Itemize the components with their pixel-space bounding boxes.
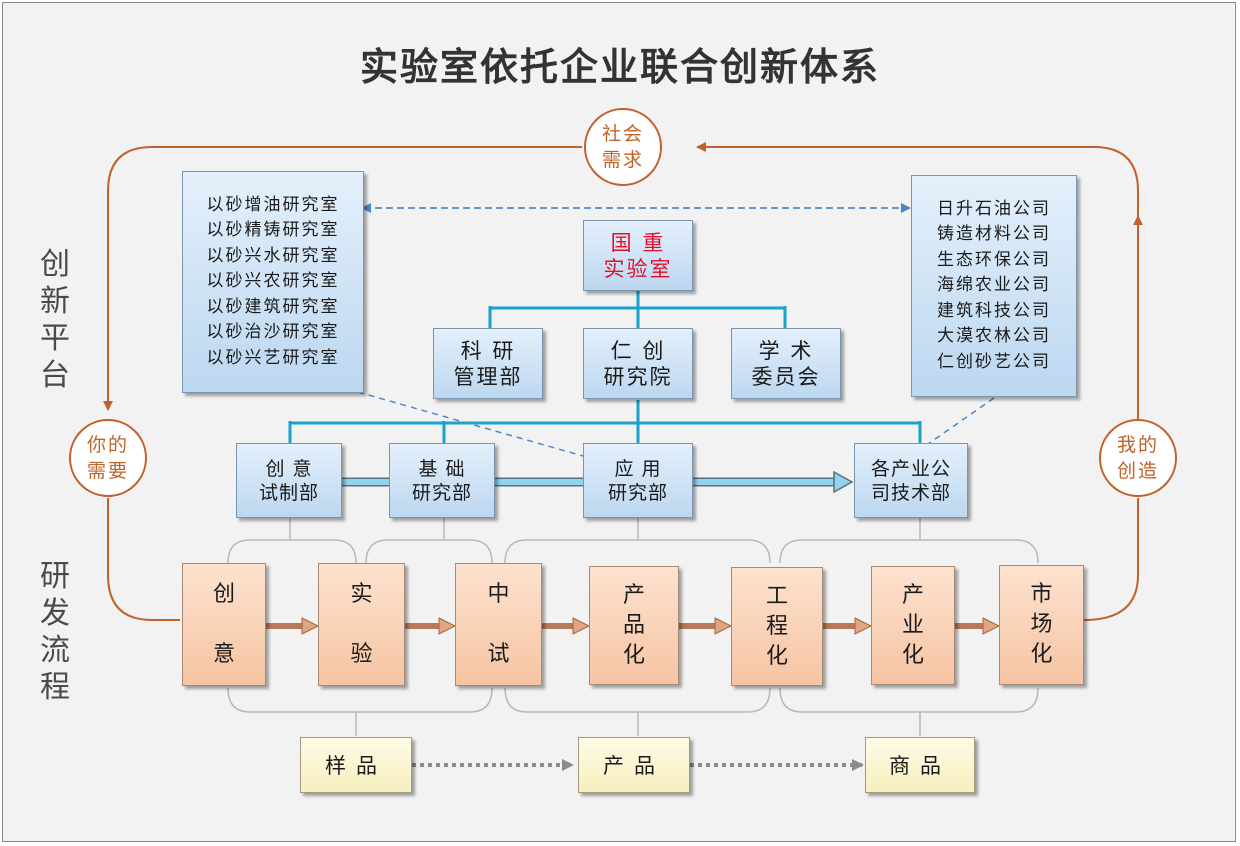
lab-item: 以砂兴艺研究室 <box>206 347 340 368</box>
process-arrows <box>266 617 1001 635</box>
academic-committee-box: 学 术 委员会 <box>731 328 841 399</box>
company-item: 日升石油公司 <box>937 198 1051 219</box>
company-item: 建筑科技公司 <box>937 300 1051 321</box>
step-experiment: 实 验 <box>318 563 405 686</box>
company-item: 海绵农业公司 <box>937 275 1051 296</box>
company-item: 大漠农林公司 <box>937 326 1051 347</box>
output-sample: 样品 <box>300 737 412 793</box>
lab-item: 以砂兴水研究室 <box>206 245 340 266</box>
prototype-dept-box: 创 意 试制部 <box>236 443 342 518</box>
lab-item: 以砂增油研究室 <box>206 194 340 215</box>
lower-brackets <box>227 687 1039 736</box>
lab-item: 以砂建筑研究室 <box>206 296 340 317</box>
step-pilot: 中 试 <box>455 563 542 686</box>
lab-item: 以砂治沙研究室 <box>206 322 340 343</box>
org-connectors <box>288 291 922 444</box>
applied-research-dept-box: 应 用 研究部 <box>583 443 693 518</box>
lab-item: 以砂兴农研究室 <box>206 271 340 292</box>
labs-box: 以砂增油研究室 以砂精铸研究室 以砂兴水研究室 以砂兴农研究室 以砂建筑研究室 … <box>182 171 364 393</box>
step-marketization: 市 场 化 <box>999 565 1084 685</box>
company-item: 铸造材料公司 <box>937 224 1051 245</box>
circle-my-creation: 我的 创造 <box>1099 419 1177 497</box>
step-productization: 产 品 化 <box>589 566 679 685</box>
page-title: 实验室依托企业联合创新体系 <box>359 45 880 89</box>
side-label-platform: 创 新 平 台 <box>40 247 70 393</box>
company-item: 仁创砂艺公司 <box>937 351 1051 372</box>
feedback-loop <box>103 142 1143 621</box>
circle-your-need: 你的 需要 <box>69 419 147 497</box>
side-label-process: 研 发 流 程 <box>40 559 70 705</box>
research-mgmt-box: 科 研 管理部 <box>433 328 543 399</box>
output-commodity: 商品 <box>865 737 975 793</box>
step-engineering: 工 程 化 <box>731 567 823 686</box>
key-lab-box: 国 重 实验室 <box>583 220 693 291</box>
dashed-links <box>357 203 995 457</box>
output-product: 产品 <box>578 737 690 793</box>
step-idea: 创 意 <box>182 563 266 686</box>
industry-tech-dept-box: 各产业公 司技术部 <box>854 443 968 518</box>
companies-box: 日升石油公司 铸造材料公司 生态环保公司 海绵农业公司 建筑科技公司 大漠农林公… <box>911 175 1077 397</box>
company-item: 生态环保公司 <box>937 249 1051 270</box>
basic-research-dept-box: 基 础 研究部 <box>389 443 495 518</box>
upper-brackets <box>227 518 1039 564</box>
lab-item: 以砂精铸研究室 <box>206 220 340 241</box>
circle-social-demand: 社会 需求 <box>584 108 662 186</box>
institute-box: 仁 创 研究院 <box>583 328 693 399</box>
step-industrialization: 产 业 化 <box>871 566 955 685</box>
